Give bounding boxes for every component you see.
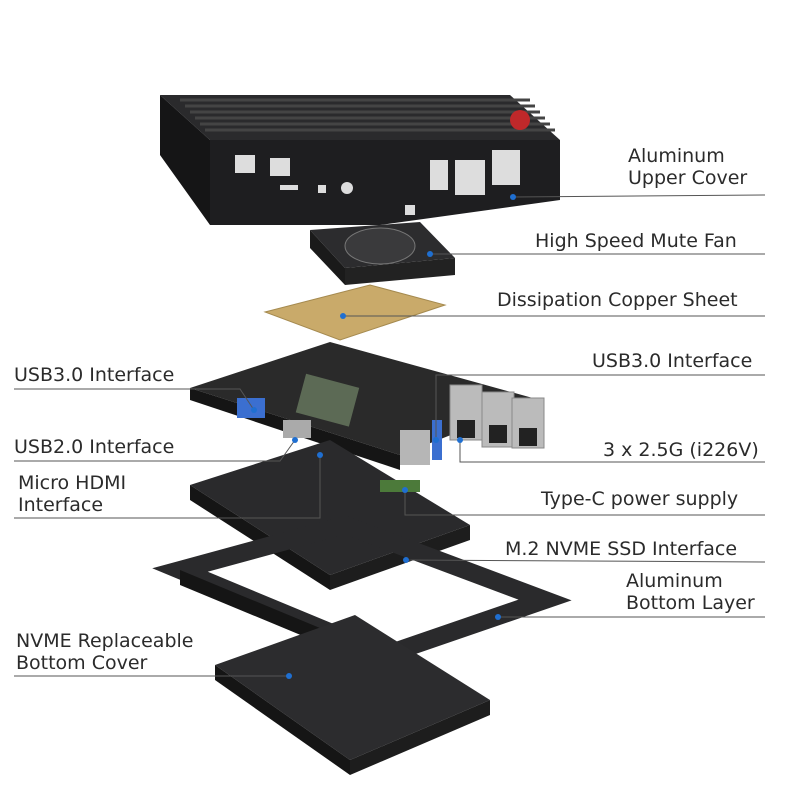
aluminum-upper-cover <box>160 95 560 225</box>
label-usb30-right: USB3.0 Interface <box>592 350 753 372</box>
label-line: NVME Replaceable <box>16 630 194 652</box>
label-aluminum-bottom-layer: Aluminum Bottom Layer <box>626 570 755 614</box>
label-type-c: Type-C power supply <box>541 488 739 510</box>
label-m2: M.2 NVME SSD Interface <box>505 538 738 560</box>
label-line: Bottom Cover <box>16 652 148 674</box>
leader-dots <box>251 194 516 679</box>
label-line: Micro HDMI <box>18 472 127 494</box>
label-line: Bottom Layer <box>626 592 755 614</box>
label-line: Aluminum <box>626 570 723 592</box>
dissipation-copper-sheet <box>263 284 447 341</box>
label-nvme-bottom-cover: NVME Replaceable Bottom Cover <box>16 630 193 674</box>
label-line: Upper Cover <box>628 167 748 189</box>
label-line: Interface <box>18 494 104 516</box>
label-copper-sheet: Dissipation Copper Sheet <box>497 289 738 311</box>
label-line: Aluminum <box>628 145 725 167</box>
mainboard <box>190 342 545 470</box>
label-fan: High Speed Mute Fan <box>535 230 737 252</box>
leader-lines <box>14 194 766 677</box>
nvme-bottom-cover <box>215 615 490 775</box>
label-usb30-left: USB3.0 Interface <box>14 364 175 386</box>
label-lan: 3 x 2.5G (i226V) <box>603 439 759 461</box>
label-micro-hdmi: Micro HDMI Interface <box>18 472 126 516</box>
label-aluminum-upper-cover: Aluminum Upper Cover <box>628 145 747 189</box>
high-speed-mute-fan <box>310 222 455 285</box>
label-usb20: USB2.0 Interface <box>14 436 175 458</box>
